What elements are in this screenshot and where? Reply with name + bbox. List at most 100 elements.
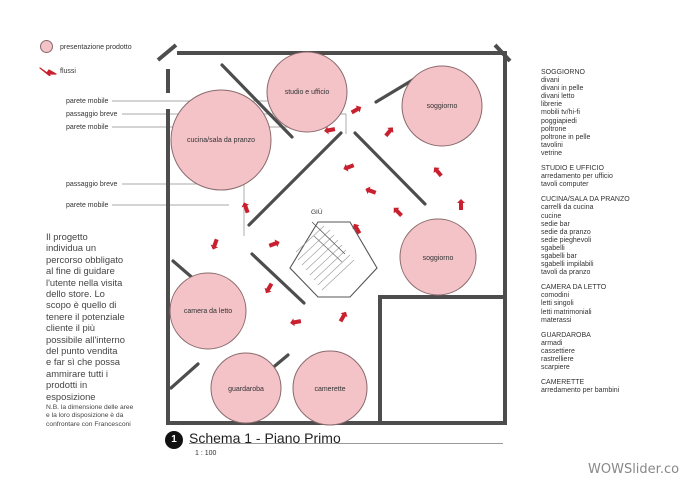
wall — [378, 295, 505, 423]
flow-arrow-icon — [384, 127, 394, 138]
flow-arrow-icon — [290, 318, 302, 327]
interior-walls — [169, 63, 428, 390]
description-line: del punto vendita — [46, 345, 118, 357]
room-label-cucina: cucina/sala da pranzo — [186, 137, 256, 144]
list-item: sedie pieghevoli — [541, 236, 592, 244]
list-item: poltrone in pelle — [541, 133, 591, 141]
annotation-short-passage-2: passaggio breve — [66, 181, 118, 188]
legend-presentation-label: presentazione prodotto — [60, 44, 132, 51]
list-item: divani — [541, 77, 560, 85]
list-item: mobili tv/hi-fi — [541, 109, 580, 117]
flow-arrow-icon — [457, 199, 465, 210]
area-soggiorno-mid — [399, 218, 477, 296]
list-gap — [541, 325, 630, 332]
list-gap — [541, 189, 630, 196]
presentation-legend-icon — [40, 40, 53, 53]
annotation-short-passage-1: passaggio breve — [66, 111, 118, 118]
room-label-camera: camera da letto — [183, 308, 233, 315]
list-item: rastrelliere — [541, 356, 574, 363]
flow-legend-icon — [39, 67, 57, 76]
title-underline — [189, 443, 503, 444]
list-item: arredamento per bambini — [541, 387, 620, 395]
list-item: tavoli da pranzo — [541, 269, 591, 277]
list-item: sgabelli — [541, 244, 565, 252]
list-gap — [541, 158, 630, 165]
list-item: divani letto — [541, 93, 575, 101]
room-label-studio: studio e ufficio — [284, 89, 330, 96]
list-gap — [541, 277, 630, 284]
annotation-movable-wall-3: parete mobile — [66, 202, 109, 209]
stairs-label: GIÙ — [311, 209, 323, 216]
flow-arrow-icon — [365, 186, 377, 195]
list-item: SOGGIORNO — [541, 69, 585, 76]
description-line: prodotti in — [46, 379, 88, 391]
flow-arrow-icon — [350, 105, 362, 115]
description-line: esposizione — [46, 390, 96, 402]
list-item: vetrine — [541, 149, 563, 157]
area-soggiorno-top — [401, 65, 483, 147]
area-studio-e-ufficio — [266, 51, 348, 133]
list-item: tavoli computer — [541, 181, 589, 189]
description-line: al fine di guidare — [46, 265, 115, 277]
description-line: cliente il più — [46, 322, 95, 334]
area-guardaroba — [210, 352, 282, 424]
list-item: poltrone — [541, 125, 567, 133]
area-camerette — [292, 350, 368, 426]
schema-scale: 1 : 100 — [195, 450, 217, 457]
description-line: scopo è quello di — [46, 299, 117, 311]
flow-arrow-icon — [338, 311, 348, 323]
flow-arrow-icon — [433, 167, 443, 178]
flow-arrow-icon — [268, 239, 280, 248]
list-item: poggiapiedi — [541, 117, 577, 125]
room-label-guardaroba: guardaroba — [228, 386, 264, 393]
description-line: percorso obbligato — [46, 253, 124, 265]
note-line: confrontare con Francesconi — [46, 420, 131, 428]
flow-arrow-icon — [210, 238, 219, 250]
wall — [247, 131, 343, 227]
area-camera-da-letto — [169, 272, 247, 350]
flow-arrow-icon — [324, 126, 336, 135]
area-cucina-sala-da-pranzo — [170, 89, 272, 191]
list-item: tavolini — [541, 141, 563, 149]
description-line: l'utente nella visita — [46, 276, 123, 288]
list-item: CAMERA DA LETTO — [541, 284, 607, 292]
wall — [353, 131, 427, 206]
description-line: Il progetto — [46, 231, 88, 242]
stair-divider — [311, 221, 346, 255]
flow-arrow-icon — [241, 202, 250, 214]
wall — [169, 362, 200, 390]
presentation-areas — [169, 51, 483, 426]
list-item: carrelli da cucina — [541, 204, 594, 212]
list-item: scarpiere — [541, 364, 570, 372]
stair-handrail — [313, 235, 343, 263]
legend-flows-label: flussi — [60, 68, 76, 75]
watermark-domain: .com — [659, 462, 680, 477]
list-item: materassi — [541, 316, 572, 324]
list-item: CUCINA/SALA DA PRANZO — [541, 196, 630, 204]
wall — [156, 43, 178, 62]
list-item: divani in pelle — [541, 85, 584, 93]
annotation-movable-wall-2: parete mobile — [66, 124, 109, 131]
description-line: possibile all'interno — [46, 333, 125, 345]
list-item: armadi — [541, 339, 563, 347]
list-item: sedie bar — [541, 220, 570, 228]
description-line: individua un — [46, 242, 97, 254]
room-label-soggiorno-top: soggiorno — [426, 103, 458, 110]
flow-arrow-icon — [343, 163, 355, 172]
list-item: sedie da pranzo — [541, 228, 591, 236]
watermark: WOWSlider.com — [588, 462, 680, 477]
wall — [493, 43, 512, 63]
wall — [220, 63, 294, 139]
list-item: CAMERETTE — [541, 379, 585, 387]
description-line: dello store. Lo — [46, 288, 105, 300]
list-item: cassettiere — [541, 347, 575, 355]
flow-arrow-icon — [264, 282, 274, 294]
outer-walls — [166, 51, 507, 425]
stair-outline — [289, 221, 378, 298]
stair-treads — [295, 225, 355, 291]
room-label-camerette: camerette — [314, 386, 346, 393]
